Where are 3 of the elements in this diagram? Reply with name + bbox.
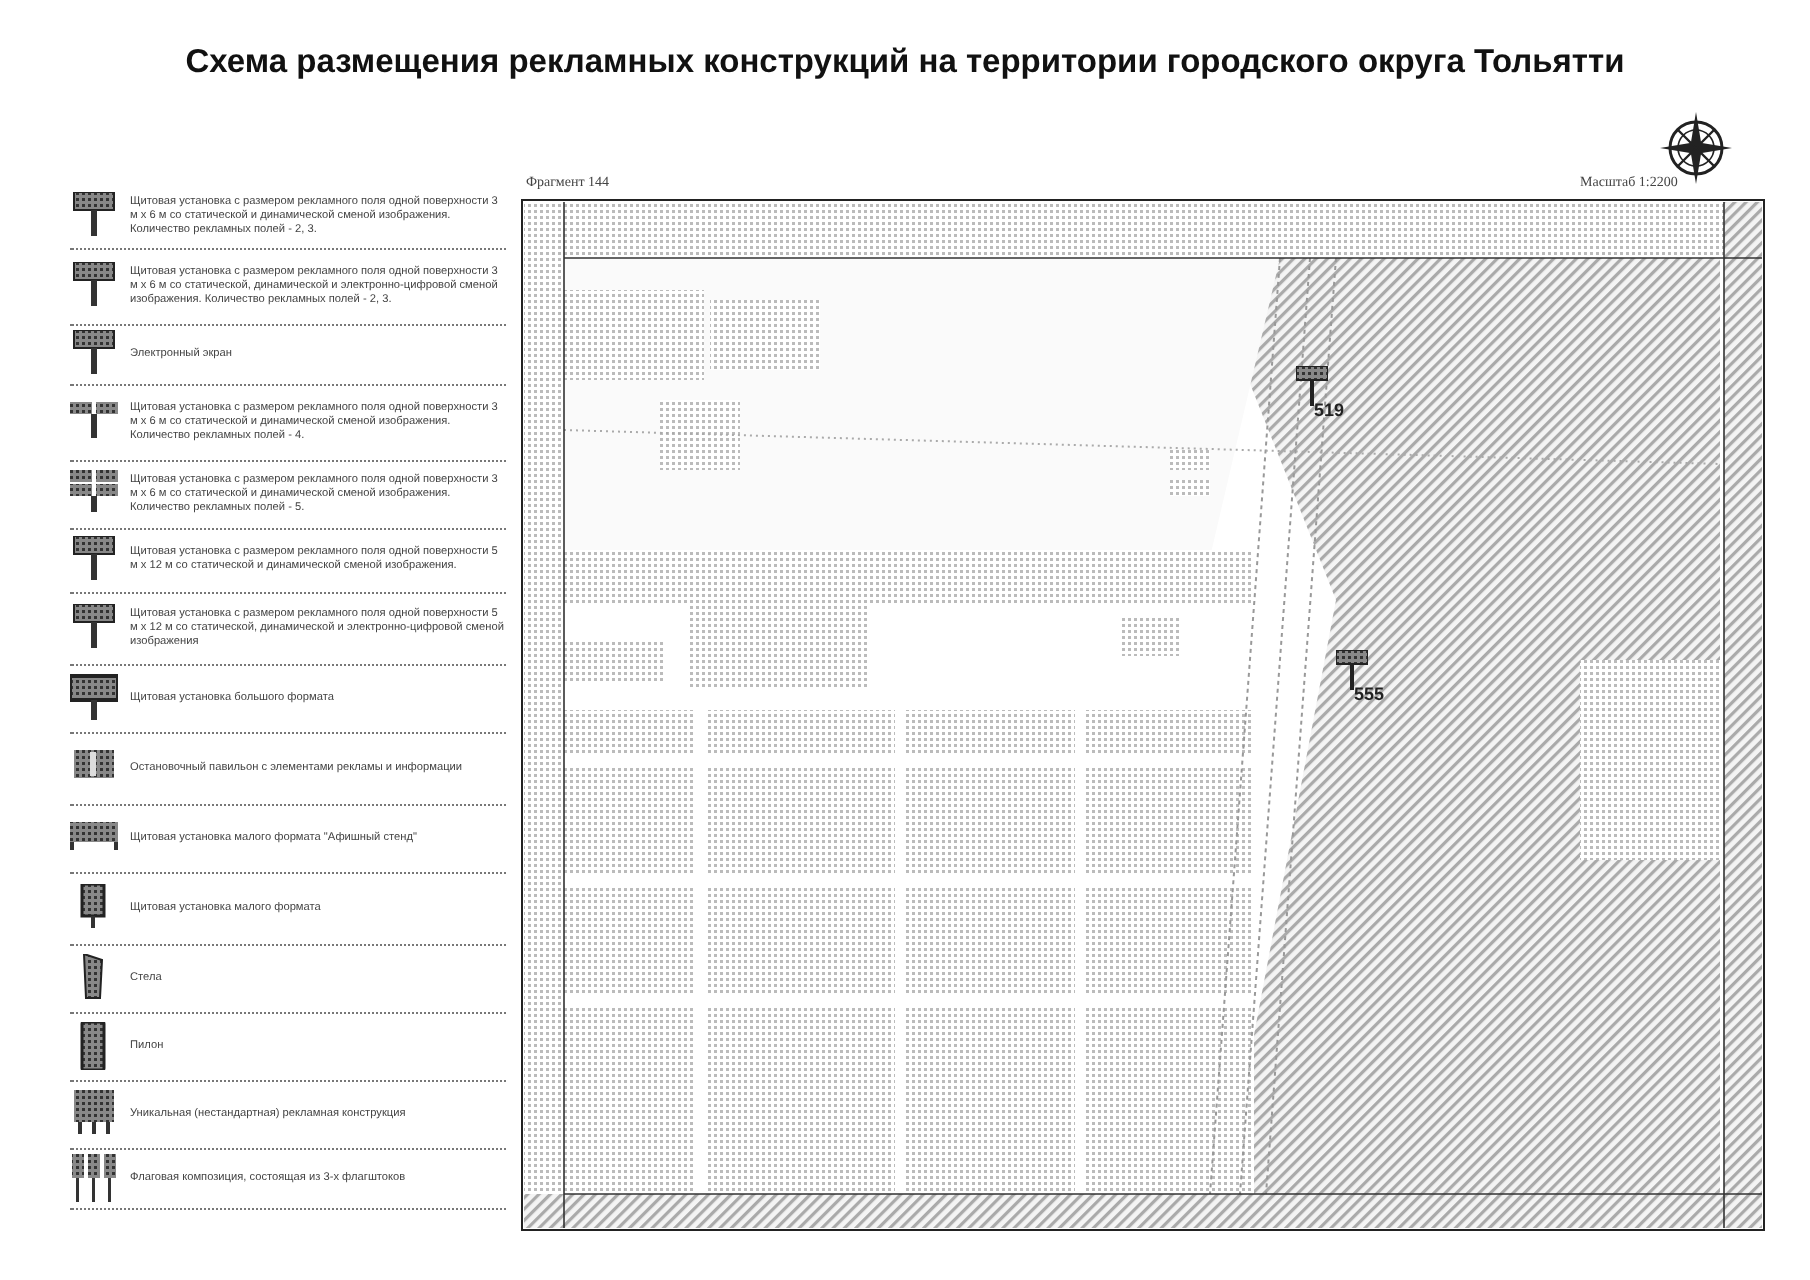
sign-number: 519 [1314,400,1345,420]
sign-number: 555 [1354,684,1385,704]
map-title: Схема размещения рекламных конструкций на территории городского округа Тольятти [183,44,1627,82]
